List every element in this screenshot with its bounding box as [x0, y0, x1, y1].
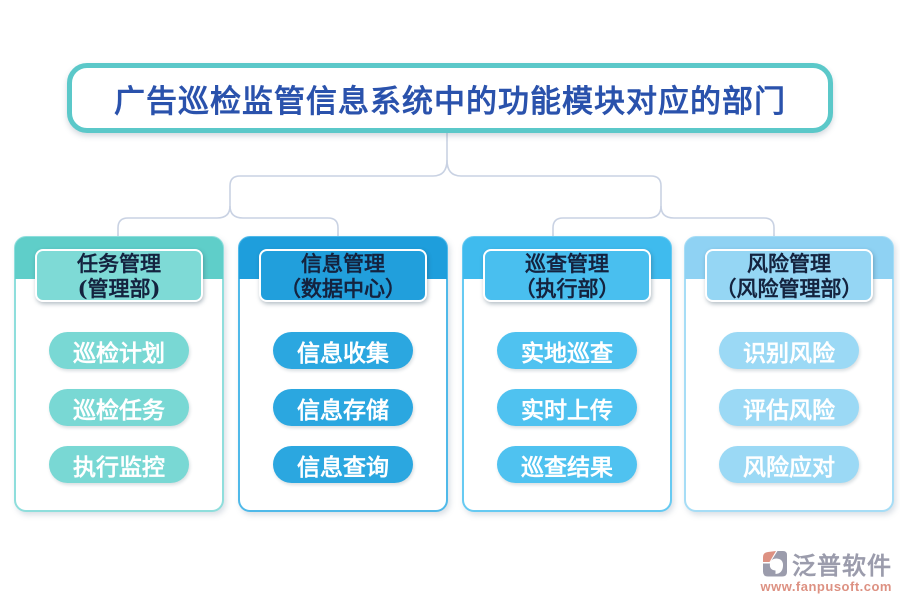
- module-item-label: 执行监控: [73, 453, 165, 481]
- module-name: 风险管理: [747, 250, 831, 276]
- module-item-label: 巡查结果: [521, 453, 613, 481]
- diagram-title: 广告巡检监管信息系统中的功能模块对应的部门: [114, 83, 786, 120]
- module-item-label: 评估风险: [743, 396, 835, 424]
- card-risk-management: 风险管理 （风险管理部） 识别风险 评估风险 风险应对: [684, 236, 894, 512]
- card-header: 巡查管理 （执行部）: [483, 249, 651, 302]
- module-item-xinxi-cunchu[interactable]: 信息存储: [273, 389, 413, 426]
- module-item-pinggu-fengxian[interactable]: 评估风险: [719, 389, 859, 426]
- module-item-label: 风险应对: [743, 453, 835, 481]
- vendor-url[interactable]: www.fanpusoft.com: [760, 579, 892, 594]
- module-item-zhixing-jiankong[interactable]: 执行监控: [49, 446, 189, 483]
- module-item-xuncha-jieguo[interactable]: 巡查结果: [497, 446, 637, 483]
- department-name: （数据中心）: [280, 275, 406, 301]
- department-name: （风险管理部）: [715, 275, 863, 301]
- module-item-label: 信息查询: [297, 453, 389, 481]
- module-item-label: 信息收集: [297, 339, 389, 367]
- module-name: 信息管理: [301, 250, 385, 276]
- module-item-shibie-fengxian[interactable]: 识别风险: [719, 332, 859, 369]
- card-inspection-management: 巡查管理 （执行部） 实地巡查 实时上传 巡查结果: [462, 236, 672, 512]
- module-item-xunjian-jihua[interactable]: 巡检计划: [49, 332, 189, 369]
- card-information-management: 信息管理 （数据中心） 信息收集 信息存储 信息查询: [238, 236, 448, 512]
- module-item-list: 实地巡查 实时上传 巡查结果: [464, 332, 670, 483]
- module-item-label: 巡检任务: [73, 396, 165, 424]
- module-item-label: 信息存储: [297, 396, 389, 424]
- module-item-label: 实时上传: [521, 396, 613, 424]
- vendor-brand-name: 泛普软件: [792, 551, 892, 580]
- card-task-management: 任务管理 (管理部) 巡检计划 巡检任务 执行监控: [14, 236, 224, 512]
- module-name: 任务管理: [77, 250, 161, 276]
- module-item-shishi-shangchuan[interactable]: 实时上传: [497, 389, 637, 426]
- module-item-label: 巡检计划: [73, 339, 165, 367]
- module-item-xunjian-renwu[interactable]: 巡检任务: [49, 389, 189, 426]
- fanpu-logo-icon: [763, 550, 787, 576]
- module-item-list: 信息收集 信息存储 信息查询: [240, 332, 446, 483]
- card-header: 风险管理 （风险管理部）: [705, 249, 873, 302]
- module-item-list: 识别风险 评估风险 风险应对: [686, 332, 892, 483]
- module-item-fengxian-yingdui[interactable]: 风险应对: [719, 446, 859, 483]
- department-name: （执行部）: [514, 275, 620, 301]
- module-item-xinxi-shouji[interactable]: 信息收集: [273, 332, 413, 369]
- department-name: (管理部): [77, 275, 161, 301]
- module-item-label: 实地巡查: [521, 339, 613, 367]
- vendor-watermark: 泛普软件 www.fanpusoft.com: [742, 546, 892, 594]
- card-header: 任务管理 (管理部): [35, 249, 203, 302]
- card-header: 信息管理 （数据中心）: [259, 249, 427, 302]
- module-name: 巡查管理: [525, 250, 609, 276]
- module-item-list: 巡检计划 巡检任务 执行监控: [16, 332, 222, 483]
- diagram-title-box: 广告巡检监管信息系统中的功能模块对应的部门: [67, 63, 833, 133]
- module-item-label: 识别风险: [743, 339, 835, 367]
- module-item-xinxi-chaxun[interactable]: 信息查询: [273, 446, 413, 483]
- module-item-shidi-xuncha[interactable]: 实地巡查: [497, 332, 637, 369]
